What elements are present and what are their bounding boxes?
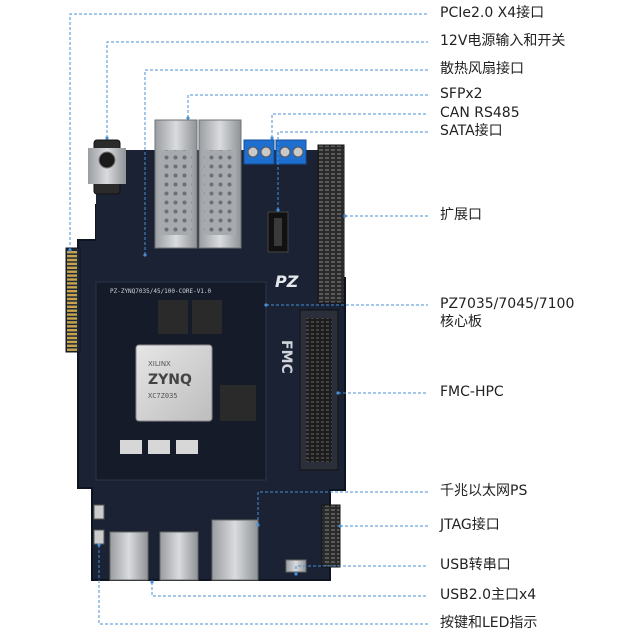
leader-fan	[144, 69, 428, 255]
usb-host-port	[109, 531, 149, 581]
ram-chip	[192, 300, 222, 334]
terminal-screw	[247, 146, 259, 158]
gold-finger	[67, 278, 77, 281]
terminal-screw	[260, 146, 272, 158]
chip-name: ZYNQ	[148, 372, 192, 388]
leader-lines	[69, 13, 428, 625]
leader-dot	[270, 136, 274, 140]
label-uart: USB转串口	[440, 557, 511, 573]
gold-finger	[67, 325, 77, 328]
leader-dot	[150, 580, 154, 584]
sfp-vents-1	[160, 150, 192, 235]
gold-finger	[67, 336, 77, 340]
label-fmc: FMC-HPC	[440, 384, 504, 400]
gold-finger	[67, 348, 77, 351]
label-fan: 散热风扇接口	[440, 61, 524, 77]
gold-finger	[67, 282, 77, 285]
gold-finger	[67, 251, 77, 254]
leader-dot	[338, 524, 342, 528]
chip-part: XC7Z035	[148, 392, 178, 400]
gold-finger	[67, 290, 77, 293]
component	[176, 440, 198, 454]
leader-power	[106, 41, 428, 138]
leader-pcie	[69, 13, 428, 250]
gold-finger	[67, 254, 77, 258]
label-core: PZ7035/7045/7100	[440, 296, 575, 312]
label-expansion: 扩展口	[440, 207, 482, 223]
leader-usb	[151, 582, 428, 597]
fmc-pins	[306, 318, 332, 462]
gold-finger	[67, 317, 77, 320]
dc-jack-hole	[98, 151, 116, 169]
push-button	[93, 529, 105, 545]
leader-keys	[98, 545, 428, 625]
leader-dot	[276, 208, 280, 212]
flash-chip	[220, 385, 256, 421]
usb-host-port	[159, 531, 199, 581]
label-can: CAN RS485	[440, 105, 520, 121]
label-sata: SATA接口	[440, 123, 503, 139]
label-sfp: SFPx2	[440, 86, 483, 102]
gold-finger	[67, 270, 77, 273]
leader-dot	[97, 543, 101, 547]
sata-slot	[274, 218, 282, 246]
gold-finger	[67, 286, 77, 289]
chip-brand: XILINX	[148, 360, 171, 368]
rj45-ethernet	[211, 519, 259, 581]
label-jtag: JTAG接口	[440, 517, 500, 533]
label-usb: USB2.0主口x4	[440, 587, 537, 603]
board-logo: PZ	[275, 272, 299, 291]
label-core-2: 核心板	[440, 314, 482, 330]
gold-finger	[67, 297, 77, 301]
sfp-vents-2	[204, 150, 236, 235]
leader-sata	[277, 131, 428, 210]
leader-sfp	[187, 94, 428, 118]
gold-finger	[67, 332, 77, 336]
leader-dot	[294, 572, 298, 576]
gold-finger	[67, 309, 77, 312]
terminal-screw	[279, 146, 291, 158]
leader-dot	[264, 303, 268, 307]
leader-dot	[143, 253, 147, 257]
gold-finger	[67, 313, 77, 316]
component	[148, 440, 170, 454]
gold-finger	[67, 258, 77, 262]
gold-finger	[67, 301, 77, 305]
gold-finger	[67, 305, 77, 308]
zynq-chip	[135, 344, 213, 422]
terminal-screw	[292, 146, 304, 158]
gold-finger	[67, 274, 77, 277]
leader-endpoints	[68, 116, 347, 584]
pcie-gold-fingers	[67, 251, 77, 351]
label-power: 12V电源输入和开关	[440, 33, 566, 49]
label-keys: 按键和LED指示	[440, 615, 538, 631]
gold-finger	[67, 293, 77, 297]
leader-dot	[186, 116, 190, 120]
expansion-header	[317, 144, 345, 304]
jtag-header	[321, 504, 341, 568]
leader-eth	[257, 491, 428, 525]
label-eth: 千兆以太网PS	[440, 483, 528, 499]
leader-dot	[256, 523, 260, 527]
label-pcie: PCIe2.0 X4接口	[440, 5, 545, 21]
gold-finger	[67, 344, 77, 347]
leader-dot	[68, 248, 72, 252]
leader-dot	[105, 136, 109, 140]
ram-chip	[158, 300, 188, 334]
gold-finger	[67, 262, 77, 266]
silk-top: PZ-ZYNQ7035/45/100-CORE-V1.0	[110, 288, 212, 295]
gold-finger	[67, 266, 77, 269]
push-button	[93, 504, 105, 520]
fmc-mark: FMC	[278, 340, 294, 374]
leader-dot	[343, 214, 347, 218]
gold-finger	[67, 321, 77, 324]
leader-dot	[336, 391, 340, 395]
leader-can	[271, 113, 428, 138]
leader-uart	[295, 565, 428, 574]
gold-finger	[67, 340, 77, 344]
gold-finger	[67, 329, 77, 332]
component	[120, 440, 142, 454]
